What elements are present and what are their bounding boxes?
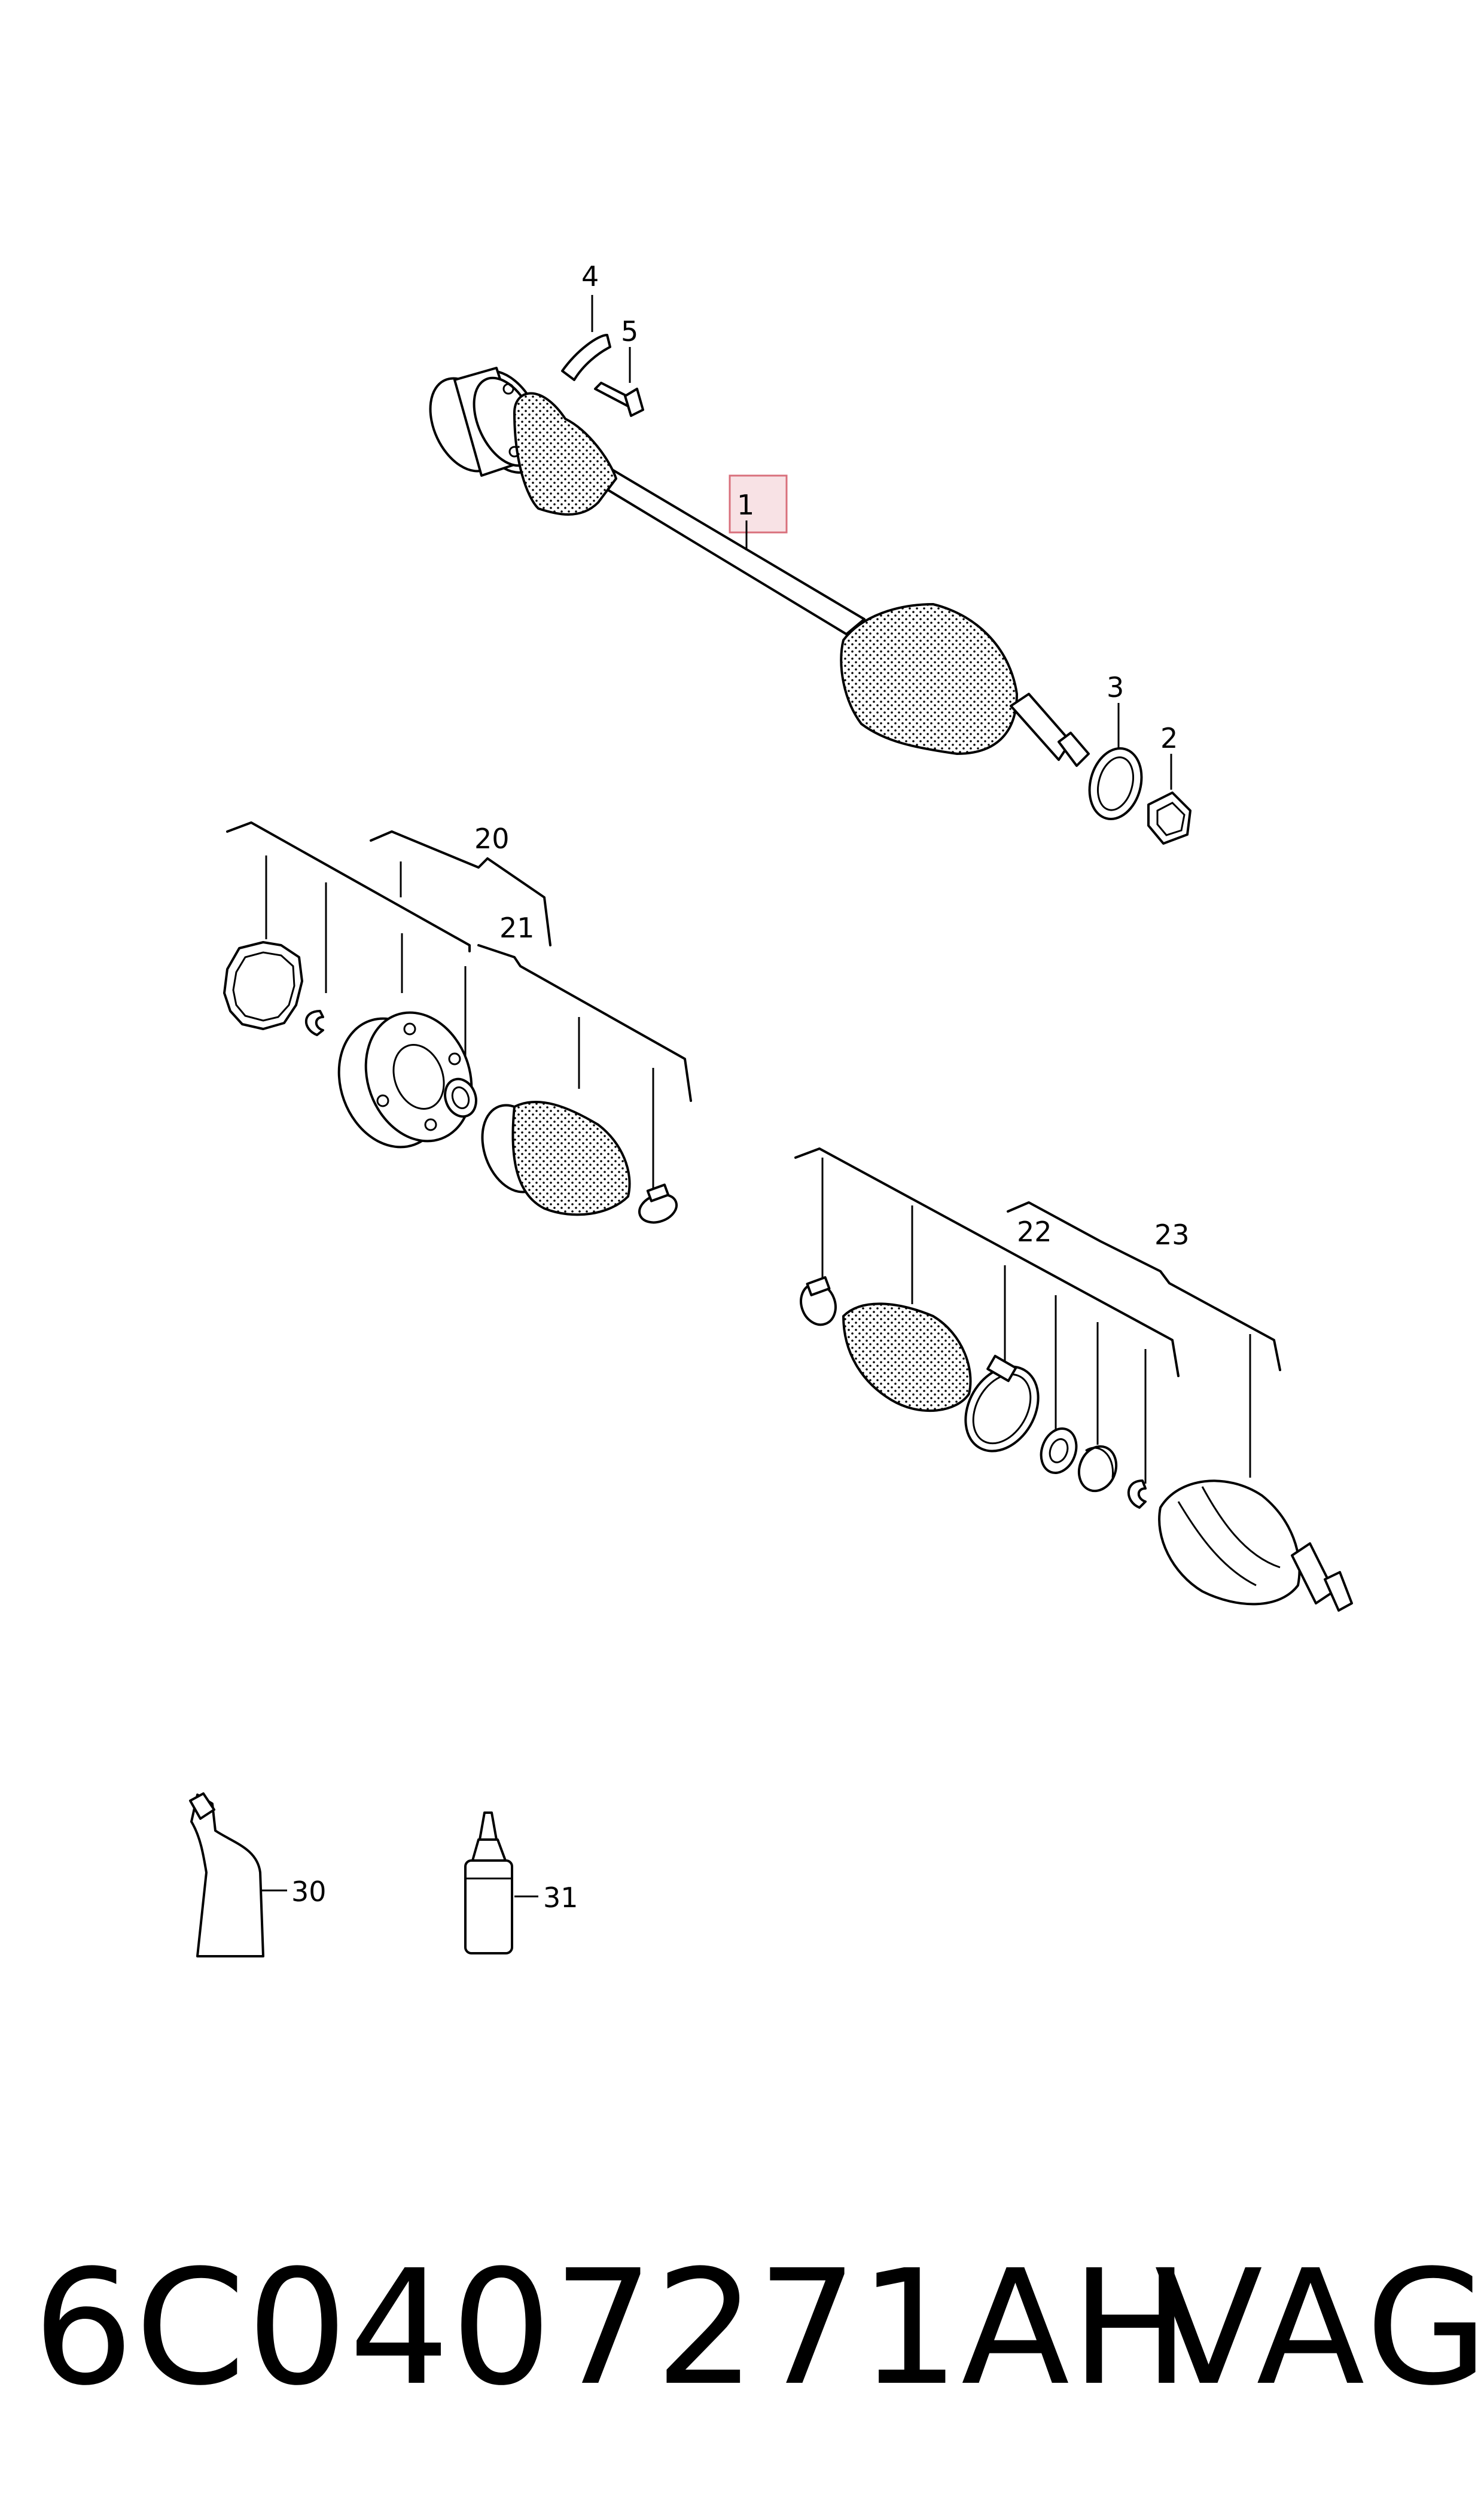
callout-23: 23 xyxy=(1154,1219,1190,1251)
clamp-inner xyxy=(638,1183,678,1224)
inner-boot xyxy=(481,1101,631,1216)
joint-housing xyxy=(337,1011,473,1149)
gasket xyxy=(223,941,303,1030)
nut-2 xyxy=(1147,791,1192,845)
drive-shaft-assembly xyxy=(429,367,1090,767)
circlip-outer xyxy=(1127,1479,1147,1509)
part-number: 6C0407271AH xyxy=(33,2236,1192,2420)
callout-22: 22 xyxy=(1017,1216,1052,1248)
circlip-inner xyxy=(304,1010,324,1036)
brand-label: VAG xyxy=(1154,2236,1484,2420)
washer-outer xyxy=(1040,1427,1078,1474)
callout-20: 20 xyxy=(474,823,510,855)
sealant-bottle-31 xyxy=(464,1811,513,1954)
spacer-outer xyxy=(1077,1445,1118,1493)
group-20-21-leaders xyxy=(226,821,692,1191)
callout-4: 4 xyxy=(581,260,599,293)
callout-31: 31 xyxy=(543,1881,578,1914)
clamp-outer-large xyxy=(964,1354,1040,1453)
grease-tube-30 xyxy=(189,1792,264,1957)
clamp-outer-small xyxy=(800,1276,837,1326)
circlip-4 xyxy=(561,334,611,381)
callout-1: 1 xyxy=(737,489,754,521)
callout-2: 2 xyxy=(1160,722,1178,754)
bolt-5 xyxy=(594,382,644,417)
group-22-23-leaders xyxy=(794,1147,1281,1484)
highlight-box xyxy=(729,474,788,534)
callout-5: 5 xyxy=(621,315,638,348)
outer-boot xyxy=(842,1302,972,1412)
callout-21: 21 xyxy=(499,912,535,944)
outer-joint xyxy=(1158,1479,1353,1612)
ring-3 xyxy=(1088,747,1143,820)
washer-inner xyxy=(444,1077,477,1118)
callout-30: 30 xyxy=(291,1875,327,1908)
callout-3: 3 xyxy=(1107,671,1124,704)
